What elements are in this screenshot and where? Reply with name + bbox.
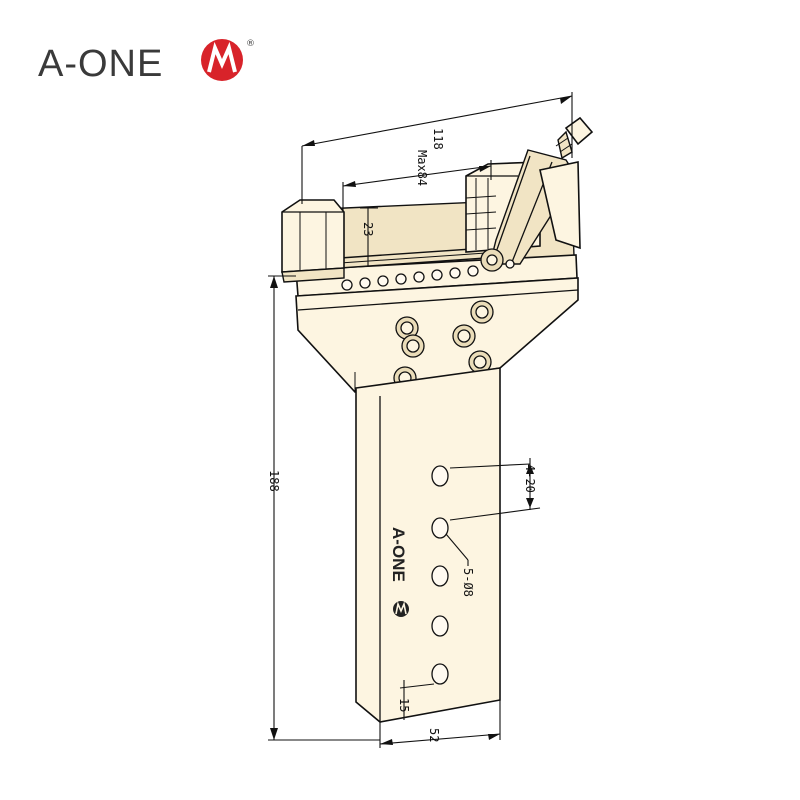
dimension-overall-width: 118	[301, 92, 573, 204]
mounting-bolts	[393, 300, 494, 390]
dimension-jaw-opening: Max84	[342, 150, 492, 212]
part-marking-text: A-ONE	[389, 527, 408, 582]
dimension-hole-spec: 5-Ø8	[445, 533, 475, 597]
dim-label-4-20: 4-20	[523, 464, 537, 493]
dim-label-15: 15	[397, 698, 411, 712]
fixed-jaw	[281, 199, 345, 283]
dim-label-118: 118	[431, 128, 445, 150]
dimension-hole-pitch: 4-20	[449, 458, 541, 521]
dim-label-max84: Max84	[415, 150, 429, 186]
clamp-arm	[480, 149, 581, 272]
bar-hole-column	[431, 465, 449, 685]
dim-label-23: 23	[361, 222, 375, 236]
dimension-bar-width: 52	[379, 700, 501, 748]
dimension-overall-height: 188	[267, 275, 380, 741]
registered-mark: ®	[246, 39, 255, 49]
brand-name: A-ONE	[38, 43, 163, 85]
part-marking: A-ONE	[389, 527, 408, 582]
dimension-edge-offset: 15	[397, 680, 435, 720]
vise-head	[281, 116, 594, 393]
dim-label-188: 188	[267, 470, 281, 492]
brand-emblem-icon	[201, 39, 243, 81]
brand-logo: A-ONE ®	[38, 39, 255, 85]
screw-hole-row	[341, 265, 479, 291]
dimension-jaw-height: 23	[360, 207, 378, 266]
vertical-bar: A-ONE	[355, 367, 501, 723]
adjusting-screw-icon	[555, 116, 594, 160]
dim-label-5-d8: 5-Ø8	[461, 568, 475, 597]
dim-label-52: 52	[427, 728, 441, 742]
part-marking-emblem-icon	[393, 601, 409, 617]
